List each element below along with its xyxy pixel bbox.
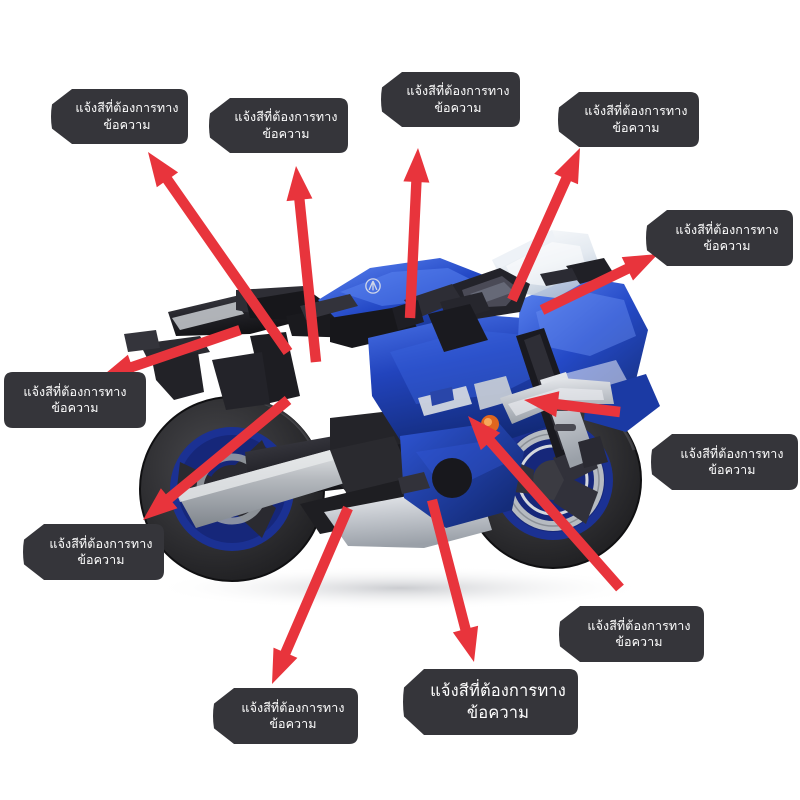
callout-text: แจ้งสีที่ต้องการทาง ข้อความ bbox=[49, 535, 153, 568]
callout-label[interactable]: แจ้งสีที่ต้องการทาง ข้อความ bbox=[50, 89, 188, 144]
callout-text: แจ้งสีที่ต้องการทาง ข้อความ bbox=[234, 109, 338, 141]
annotation-arrow bbox=[272, 505, 353, 684]
callout-text: แจ้งสีที่ต้องการทาง ข้อความ bbox=[430, 681, 566, 722]
callout-label[interactable]: แจ้งสีที่ต้องการทาง ข้อความ bbox=[402, 669, 578, 735]
callout-shape bbox=[651, 434, 798, 490]
callout-label[interactable]: แจ้งสีที่ต้องการทาง ข้อความ bbox=[22, 524, 164, 580]
callout-label[interactable]: แจ้งสีที่ต้องการทาง ข้อความ bbox=[212, 688, 358, 744]
callout-shape bbox=[4, 372, 146, 428]
callout-shape bbox=[381, 72, 520, 127]
annotation-arrow bbox=[286, 166, 322, 363]
callout-label[interactable]: แจ้งสีที่ต้องการทาง ข้อความ bbox=[557, 92, 699, 147]
annotation-arrow bbox=[468, 416, 624, 592]
annotation-arrow bbox=[507, 148, 580, 303]
callout-shape bbox=[558, 92, 699, 147]
callout-label[interactable]: แจ้งสีที่ต้องการทาง ข้อความ bbox=[4, 372, 146, 428]
callout-text: แจ้งสีที่ต้องการทาง ข้อความ bbox=[241, 699, 345, 732]
callout-label[interactable]: แจ้งสีที่ต้องการทาง ข้อความ bbox=[380, 72, 520, 127]
annotation-arrow bbox=[143, 396, 292, 520]
callout-label[interactable]: แจ้งสีที่ต้องการทาง ข้อความ bbox=[645, 210, 793, 266]
callout-shape bbox=[559, 606, 704, 662]
annotation-arrow bbox=[539, 254, 658, 315]
callout-text: แจ้งสีที่ต้องการทาง ข้อความ bbox=[587, 617, 691, 650]
callout-shape bbox=[646, 210, 793, 266]
callout-label[interactable]: แจ้งสีที่ต้องการทาง ข้อความ bbox=[558, 606, 704, 662]
annotation-arrow bbox=[427, 498, 479, 662]
callout-shape bbox=[23, 524, 164, 580]
callout-text: แจ้งสีที่ต้องการทาง ข้อความ bbox=[584, 103, 688, 135]
callout-shape bbox=[403, 669, 578, 735]
callout-shape bbox=[213, 688, 358, 744]
annotation-arrow bbox=[148, 152, 293, 355]
callout-text: แจ้งสีที่ต้องการทาง ข้อความ bbox=[680, 445, 784, 478]
callout-text: แจ้งสีที่ต้องการทาง ข้อความ bbox=[75, 100, 179, 132]
annotation-arrow bbox=[100, 325, 242, 380]
callout-text: แจ้งสีที่ต้องการทาง ข้อความ bbox=[675, 221, 779, 254]
callout-text: แจ้งสีที่ต้องการทาง ข้อความ bbox=[23, 383, 127, 416]
annotation-arrow bbox=[524, 391, 621, 418]
callout-label[interactable]: แจ้งสีที่ต้องการทาง ข้อความ bbox=[208, 98, 348, 153]
callout-text: แจ้งสีที่ต้องการทาง ข้อความ bbox=[406, 83, 510, 115]
callout-shape bbox=[209, 98, 348, 153]
callout-shape bbox=[51, 89, 188, 144]
annotation-arrow bbox=[403, 148, 430, 319]
callout-label[interactable]: แจ้งสีที่ต้องการทาง ข้อความ bbox=[650, 434, 798, 490]
